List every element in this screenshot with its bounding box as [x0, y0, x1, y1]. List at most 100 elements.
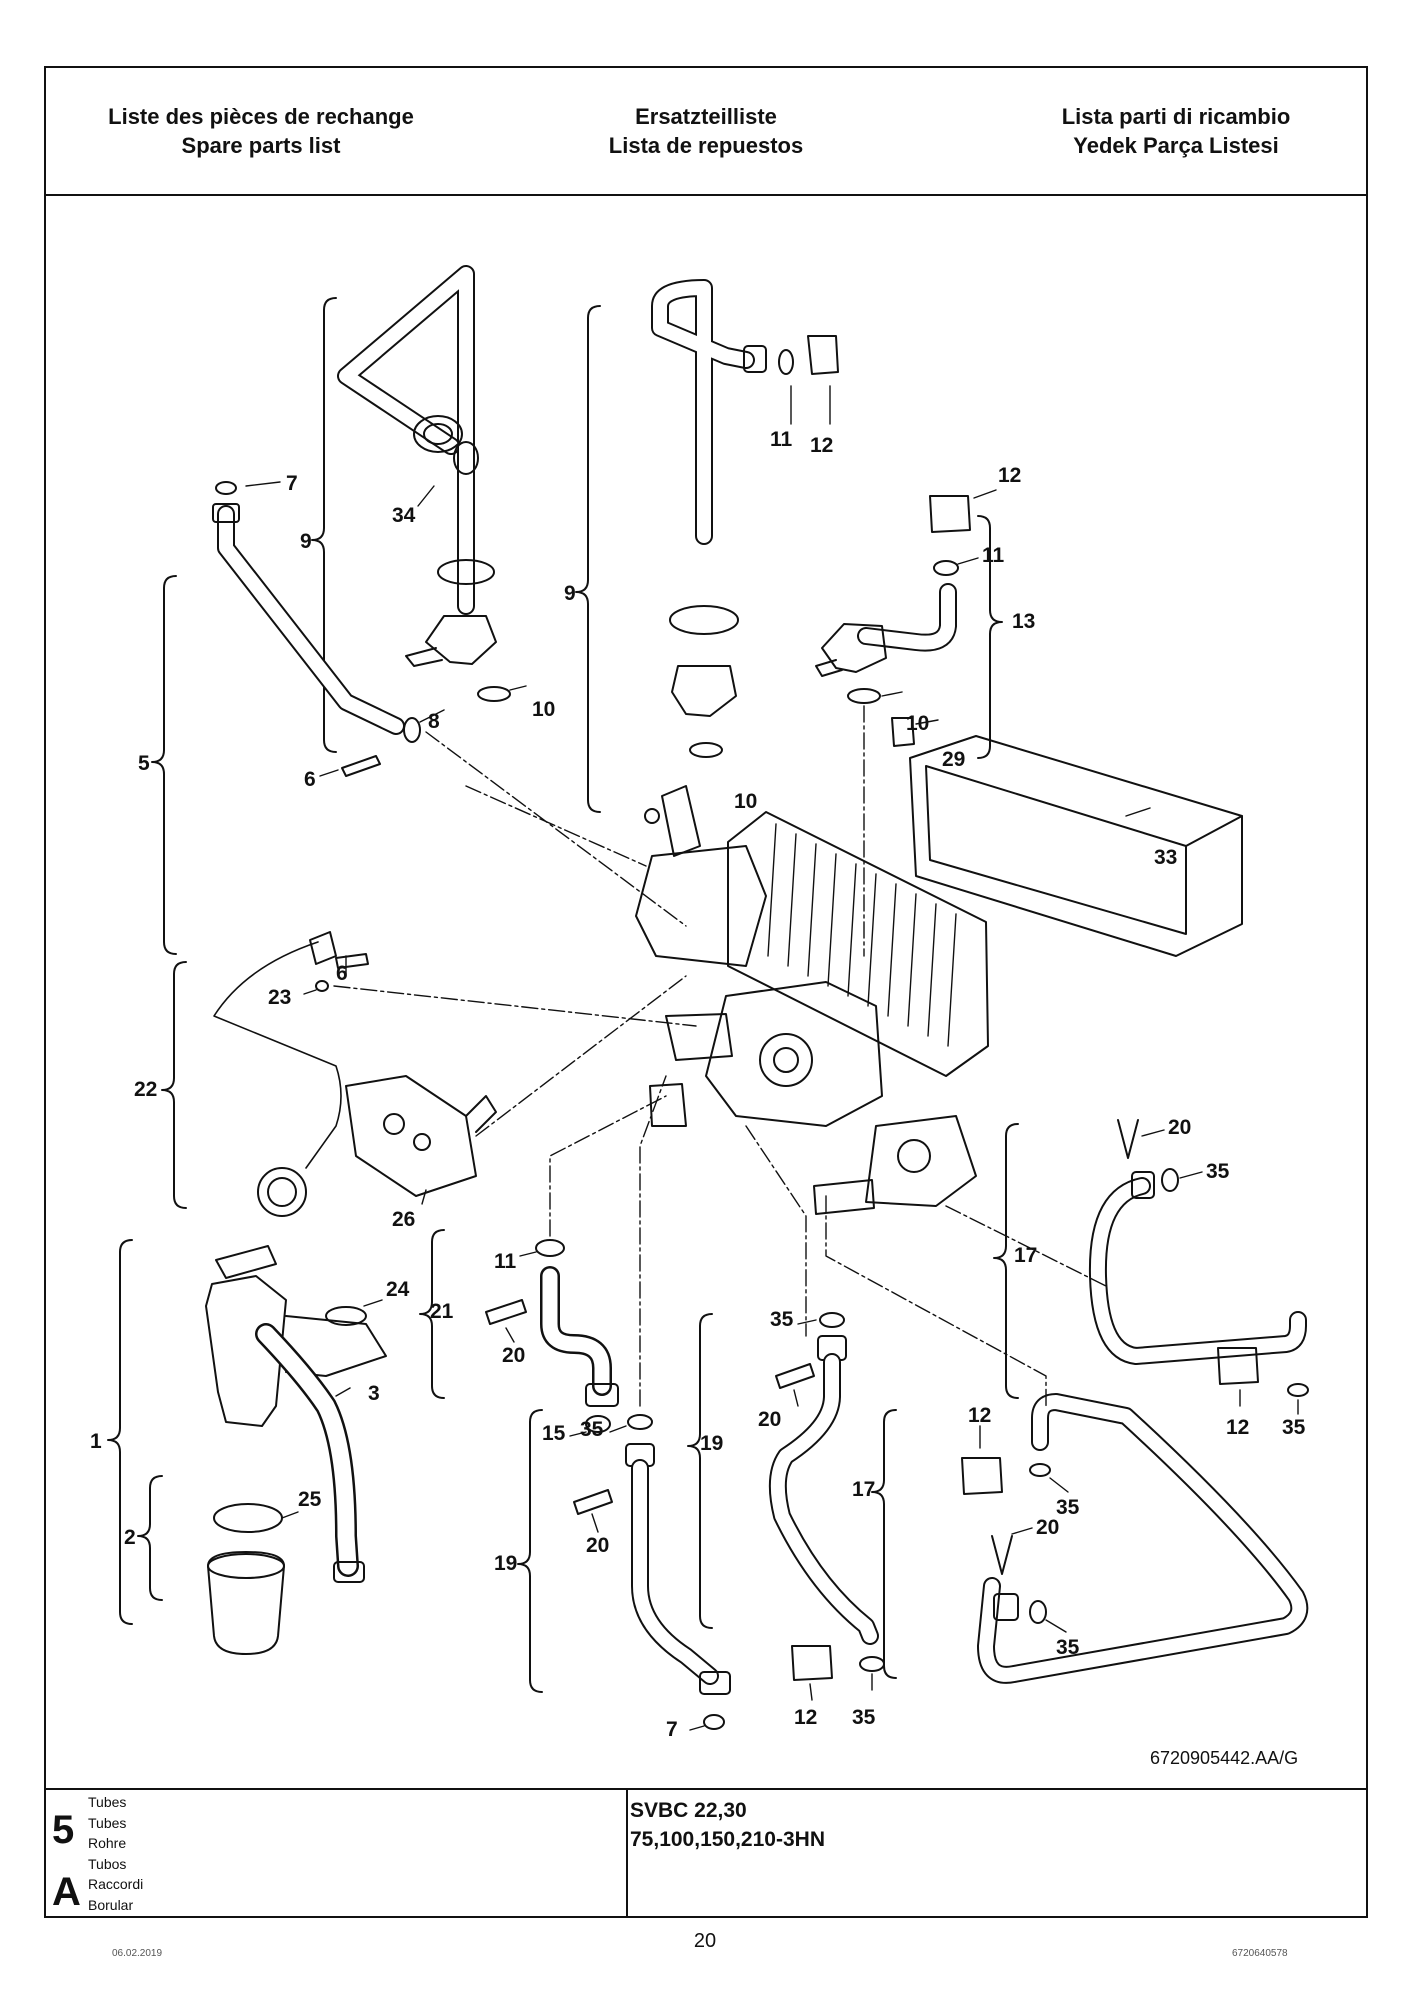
nut-21 — [585, 1383, 619, 1407]
label-20-19a: 20 — [586, 1534, 609, 1557]
clip-12-19b — [791, 1645, 833, 1681]
clip-29 — [891, 717, 915, 747]
fitting-17a — [1131, 1171, 1155, 1199]
label-7-bottom: 7 — [666, 1718, 678, 1741]
bracket-22 — [161, 961, 187, 1209]
bracket-2 — [137, 1475, 163, 1601]
seal-25 — [213, 1503, 283, 1533]
seal-7-bottom — [703, 1714, 725, 1730]
label-35-17a-bottom: 35 — [1282, 1416, 1306, 1439]
label-21: 21 — [430, 1300, 454, 1323]
label-35-17a: 35 — [1206, 1160, 1230, 1183]
label-8: 8 — [428, 710, 440, 733]
header-right: Lista parti di ricambio Yedek Parça List… — [1026, 102, 1326, 160]
page-frame: Liste des pièces de rechange Spare parts… — [44, 66, 1368, 1918]
label-25: 25 — [298, 1488, 322, 1511]
header-center-line-1: Ersatzteilliste — [635, 104, 777, 129]
label-20-21: 20 — [502, 1344, 525, 1367]
seal-35-19b-bottom — [859, 1656, 885, 1672]
valve-13 — [821, 623, 887, 673]
label-11-top: 11 — [770, 428, 793, 451]
coupling-center — [743, 345, 767, 373]
support-bracket — [661, 785, 701, 857]
clip-12-17a — [1217, 1347, 1259, 1385]
page-number: 20 — [693, 1930, 717, 1952]
model-line-1: SVBC 22,30 — [630, 1799, 747, 1822]
drawing-reference: 6720905442.AA/G — [1150, 1748, 1298, 1768]
valve-9-center — [671, 665, 737, 717]
seal-24 — [325, 1306, 367, 1326]
label-35-19b: 35 — [770, 1308, 794, 1331]
page-date: 06.02.2019 — [112, 1948, 163, 1959]
clip-10-right — [847, 688, 881, 704]
label-11-right: 11 — [982, 544, 1005, 567]
exploded-diagram: 9 34 10 7 5 8 6 9 11 12 10 12 11 13 10 2… — [46, 196, 1366, 1788]
label-35-19b-bottom: 35 — [852, 1706, 876, 1729]
housing-33 — [909, 735, 1243, 957]
clip-20-19a — [573, 1489, 613, 1515]
label-12-17b: 12 — [968, 1404, 991, 1427]
header-left-line-1: Liste des pièces de rechange — [108, 104, 414, 129]
pump-body — [705, 981, 883, 1127]
label-10-right: 10 — [906, 712, 929, 735]
seal-35-19b — [819, 1312, 845, 1328]
seal-8 — [403, 717, 421, 743]
clip-20-17b — [991, 1535, 1013, 1575]
label-35-17b-top: 35 — [1056, 1496, 1080, 1519]
clip-6-mid — [335, 953, 369, 969]
bracket-13 — [977, 515, 1003, 759]
label-20-17a: 20 — [1168, 1116, 1191, 1139]
label-35-17b-bottom: 35 — [1056, 1636, 1080, 1659]
footer: 5 A Tubes Tubes Rohre Tubos Raccordi Bor… — [46, 1788, 1366, 1918]
header-left-line-2: Spare parts list — [181, 133, 341, 158]
clip-20-17a — [1117, 1119, 1139, 1159]
fitting-17b — [993, 1593, 1019, 1621]
seal-35-17a-bottom — [1287, 1383, 1309, 1397]
bracket-17a — [993, 1123, 1019, 1399]
section-letter: A — [52, 1870, 81, 1914]
pump-motor — [759, 1033, 813, 1087]
bracket-9a — [311, 297, 337, 753]
section-title-de: Rohre — [88, 1835, 127, 1852]
label-24: 24 — [386, 1278, 410, 1301]
footer-divider — [626, 1790, 628, 1918]
pump-outlet — [665, 1013, 733, 1061]
label-15: 15 — [542, 1422, 566, 1445]
label-10-center: 10 — [734, 790, 757, 813]
seal-7-top — [215, 481, 237, 495]
label-9-center: 9 — [564, 582, 576, 605]
clip-10-left — [477, 686, 511, 702]
bracket-19a — [517, 1409, 543, 1693]
seal-34 — [453, 441, 479, 475]
header-left: Liste des pièces de rechange Spare parts… — [76, 102, 446, 160]
label-22: 22 — [134, 1078, 157, 1101]
gauge-22 — [257, 1167, 307, 1217]
document-id: 6720640578 — [1232, 1948, 1288, 1959]
hydraulic-block — [635, 845, 767, 967]
nut-19a — [699, 1671, 731, 1695]
label-3: 3 — [368, 1382, 380, 1405]
section-title-fr: Tubes — [88, 1794, 127, 1810]
section-title-it: Raccordi — [88, 1876, 144, 1893]
cup-2 — [207, 1551, 285, 1655]
label-5: 5 — [138, 752, 150, 775]
label-12-top: 12 — [810, 434, 833, 457]
nut-5 — [212, 503, 240, 523]
label-1: 1 — [90, 1430, 102, 1453]
label-19-left: 19 — [494, 1552, 517, 1575]
clip-12-top — [807, 335, 839, 375]
bracket-21 — [419, 1229, 445, 1399]
bracket-17b — [871, 1409, 897, 1679]
label-34: 34 — [392, 504, 416, 527]
label-13: 13 — [1012, 610, 1035, 633]
seal-11-top — [778, 349, 794, 375]
label-23: 23 — [268, 986, 291, 1009]
label-17-lower: 17 — [852, 1478, 875, 1501]
header: Liste des pièces de rechange Spare parts… — [46, 68, 1366, 196]
bracket-26 — [345, 1075, 477, 1197]
seal-35-17b-bottom — [1029, 1600, 1047, 1624]
label-7-top: 7 — [286, 472, 298, 495]
bracket-1 — [107, 1239, 133, 1625]
label-29: 29 — [942, 748, 965, 771]
label-2: 2 — [124, 1526, 136, 1549]
